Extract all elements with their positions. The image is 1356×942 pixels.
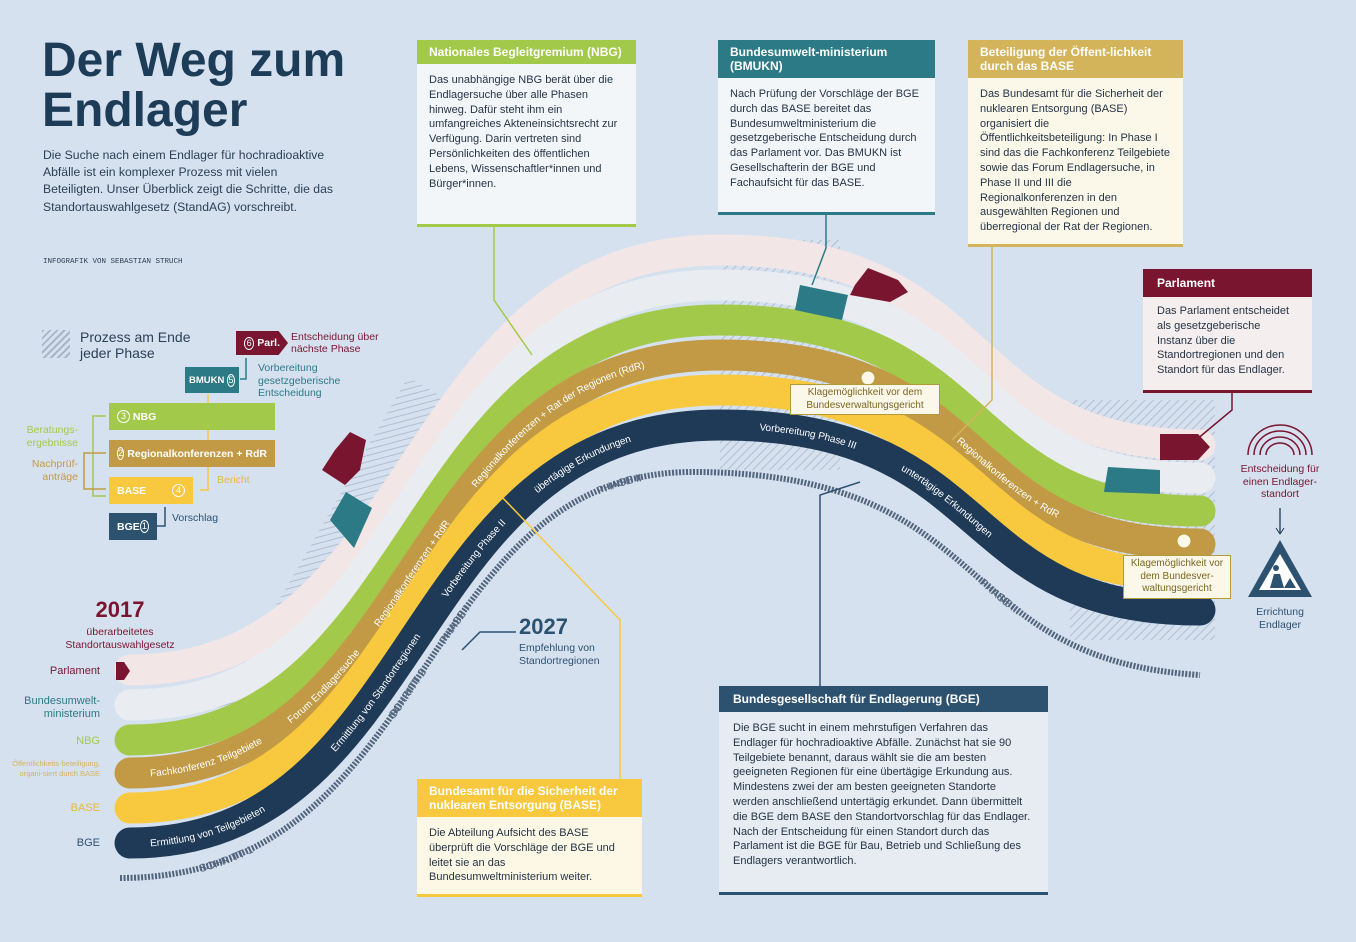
base-connector bbox=[499, 494, 621, 780]
legend-bmukn-tag: BMUKN 5 bbox=[185, 367, 239, 393]
legend-bericht: Bericht bbox=[217, 474, 250, 486]
nbg-box-text: Das unabhängige NBG berät über die Endla… bbox=[429, 74, 618, 190]
beteiligung-info-box: Beteiligung der Öffent-lichkeit durch da… bbox=[968, 40, 1183, 247]
klage-callout-2: Klagemöglichkeit vor dem Bundesver-waltu… bbox=[1123, 555, 1231, 599]
credit: INFOGRAFIK VON SEBASTIAN STRUCH bbox=[43, 258, 183, 266]
parlament-info-box: Parlament Das Parlament entscheidet als … bbox=[1143, 269, 1312, 393]
legend-vorschlag: Vorschlag bbox=[172, 512, 219, 524]
legend-nachpruef: Nachprüf-anträge bbox=[31, 458, 78, 483]
parlament-marker bbox=[322, 432, 366, 485]
milestone-year: 2027 bbox=[519, 614, 568, 639]
step-number: 4 bbox=[172, 484, 185, 497]
legend-parl-tag: 6 Parl. bbox=[236, 331, 288, 355]
page-title: Der Weg zum Endlager bbox=[42, 34, 346, 137]
beteiligung-box-text: Das Bundesamt für die Sicherheit der nuk… bbox=[980, 88, 1170, 234]
start-subtitle: überarbeitetes Standortauswahlgesetz bbox=[65, 626, 175, 651]
row-label-beteiligung: Öffentlichkeits-beteiligung, organi-sier… bbox=[12, 759, 100, 778]
svg-text:PHASE II: PHASE II bbox=[595, 472, 643, 497]
legend-rdr-label: Regionalkonferenzen + RdR bbox=[127, 447, 267, 460]
bmukn-marker bbox=[1104, 467, 1160, 494]
klage-marker-2 bbox=[1176, 533, 1192, 549]
legend-base-tag: BASE 4 bbox=[109, 477, 193, 504]
bmukn-box-title: Bundesumwelt-ministerium (BMUKN) bbox=[718, 40, 935, 78]
parliament-icon bbox=[1247, 424, 1313, 456]
bmukn-box-text: Nach Prüfung der Vorschläge der BGE durc… bbox=[730, 88, 919, 189]
step-number: 3 bbox=[117, 410, 130, 423]
hatch-legend-icon bbox=[42, 330, 70, 358]
legend-bge-label: BGE bbox=[117, 520, 140, 533]
legend-nbg-tag: 3 NBG bbox=[109, 403, 275, 430]
bmukn-info-box: Bundesumwelt-ministerium (BMUKN) Nach Pr… bbox=[718, 40, 935, 215]
milestone-connector bbox=[461, 631, 516, 651]
intro-text: Die Suche nach einem Endlager für hochra… bbox=[43, 148, 333, 214]
parlament-marker bbox=[116, 662, 130, 680]
parlament-marker bbox=[850, 268, 908, 302]
row-label-bmukn: Bundesumwelt-ministerium bbox=[24, 695, 100, 720]
row-label-base: BASE bbox=[70, 802, 100, 814]
legend-base-label: BASE bbox=[117, 484, 147, 497]
legend-parl-text: Entscheidung über nächste Phase bbox=[291, 331, 379, 355]
end-build: Errichtung Endlager bbox=[1256, 606, 1304, 631]
klage-callout-1: Klagemöglichkeit vor dem Bundesverwaltun… bbox=[790, 384, 940, 415]
legend-parl-label: Parl. bbox=[257, 337, 280, 349]
arrow-head-icon bbox=[1275, 527, 1285, 535]
label-phase-3: PHASE III bbox=[977, 577, 1023, 618]
construction-sign-icon bbox=[1248, 540, 1312, 597]
end-decision: Entscheidung für einen Endlager-standort bbox=[1240, 463, 1320, 500]
step-number: 1 bbox=[139, 520, 149, 533]
base-box-title: Bundesamt für die Sicherheit der nuklear… bbox=[417, 779, 642, 817]
bge-box-title: Bundesgesellschaft für Endlagerung (BGE) bbox=[719, 686, 1048, 712]
legend-process-end: Prozess am Ende jeder Phase bbox=[80, 329, 191, 361]
svg-text:PHASE III: PHASE III bbox=[977, 577, 1023, 618]
legend-bmukn-label: BMUKN bbox=[189, 374, 225, 386]
nbg-box-title: Nationales Begleitgremium (NBG) bbox=[417, 40, 636, 64]
beteiligung-connector bbox=[951, 247, 993, 441]
parlament-connector bbox=[1195, 392, 1233, 441]
bge-connector bbox=[819, 481, 861, 686]
bmukn-connector bbox=[811, 215, 827, 286]
label-phase-2: PHASE II bbox=[595, 472, 643, 497]
beteiligung-box-title: Beteiligung der Öffent-lichkeit durch da… bbox=[968, 40, 1183, 78]
bge-box-text: Die BGE sucht in einem mehrstufigen Verf… bbox=[733, 722, 1031, 868]
row-label-bge: BGE bbox=[76, 837, 100, 849]
legend-beratung: Beratungs-ergebnisse bbox=[26, 424, 78, 449]
milestone-text: Empfehlung von Standortregionen bbox=[519, 642, 600, 667]
parlament-marker bbox=[1160, 434, 1210, 460]
legend-rdr-tag: 2 Regionalkonferenzen + RdR bbox=[109, 440, 275, 467]
start-year: 2017 bbox=[95, 597, 145, 622]
base-info-box: Bundesamt für die Sicherheit der nuklear… bbox=[417, 779, 642, 898]
nbg-connector bbox=[493, 227, 533, 356]
klage-marker-1 bbox=[860, 370, 876, 386]
legend-nbg-label: NBG bbox=[132, 410, 157, 423]
legend-bmukn-text: Vorbereitung gesetzgeberische Entscheidu… bbox=[258, 362, 341, 399]
bge-info-box: Bundesgesellschaft für Endlagerung (BGE)… bbox=[719, 686, 1048, 895]
row-label-nbg: NBG bbox=[76, 735, 100, 747]
nbg-info-box: Nationales Begleitgremium (NBG) Das unab… bbox=[417, 40, 636, 227]
step-number: 2 bbox=[117, 447, 125, 460]
row-label-parlament: Parlament bbox=[49, 665, 100, 677]
step-number: 6 bbox=[244, 336, 255, 350]
parlament-box-title: Parlament bbox=[1143, 269, 1312, 297]
parlament-box-text: Das Parlament entscheidet als gesetzgebe… bbox=[1157, 305, 1290, 377]
bmukn-marker bbox=[795, 285, 848, 320]
base-box-text: Die Abteilung Aufsicht des BASE überprüf… bbox=[429, 827, 615, 884]
bmukn-marker bbox=[330, 492, 372, 548]
step-number: 5 bbox=[227, 373, 235, 387]
